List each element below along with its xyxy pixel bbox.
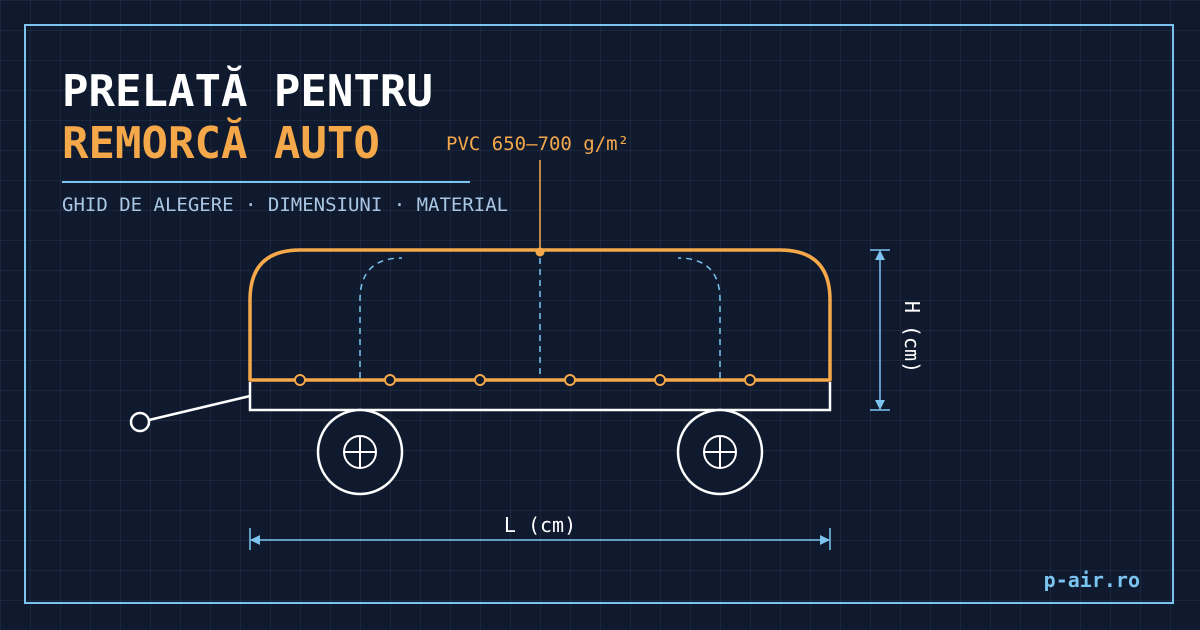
title-line-2: REMORCĂ AUTO xyxy=(62,118,380,169)
wheel-front xyxy=(316,408,404,496)
height-dimension xyxy=(870,249,890,411)
eyelet xyxy=(474,374,486,386)
tarp-eyelets xyxy=(294,374,756,386)
hitch-coupler xyxy=(129,411,151,433)
eyelet xyxy=(564,374,576,386)
eyelet xyxy=(654,374,666,386)
eyelet xyxy=(384,374,396,386)
length-dimension xyxy=(249,528,831,550)
tarp-outline xyxy=(248,248,832,382)
trailer-bed xyxy=(248,382,832,412)
material-label: PVC 650–700 g/m² xyxy=(446,133,629,155)
length-label: L (cm) xyxy=(504,513,576,537)
wheel-rear xyxy=(676,408,764,496)
height-label: H (cm) xyxy=(900,301,924,373)
eyelet xyxy=(744,374,756,386)
tarp-frame-right xyxy=(677,257,721,378)
tarp-frame-left xyxy=(359,257,403,378)
brand-logo-text: p-air.ro xyxy=(1043,568,1140,592)
subtitle: GHID DE ALEGERE · DIMENSIUNI · MATERIAL xyxy=(62,194,509,216)
title-line-1: PRELATĂ PENTRU xyxy=(62,66,433,117)
eyelet xyxy=(294,374,306,386)
title-divider xyxy=(62,181,470,183)
material-leader-dot xyxy=(535,247,545,257)
trailer-drawbar xyxy=(148,394,251,422)
